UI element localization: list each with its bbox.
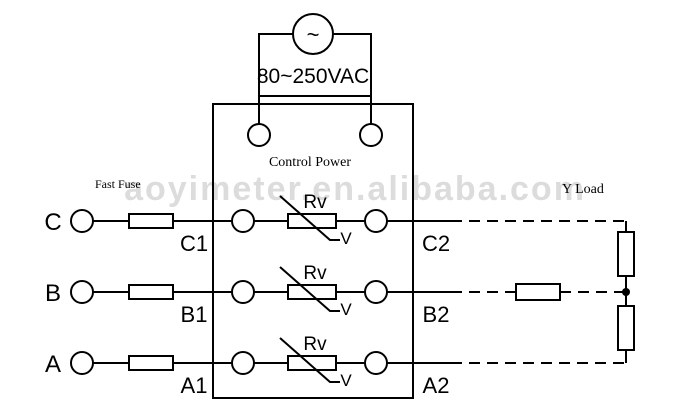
- control-leads: [258, 96, 372, 124]
- fuse-b: [128, 284, 174, 300]
- fuse-label: Fast Fuse: [95, 177, 141, 191]
- phase-row-b: B RvV B1 B2: [45, 263, 451, 327]
- v-label-c: V: [340, 229, 352, 248]
- terminal-out-a: [364, 351, 388, 375]
- varistor-slash-b: [279, 266, 340, 312]
- input-terminal-c: [70, 209, 94, 233]
- device-box: [212, 103, 414, 399]
- varistor-slash-c: [279, 195, 340, 241]
- load-neutral-node: [622, 288, 630, 296]
- ac-source: [258, 13, 372, 97]
- input-terminal-b: [70, 280, 94, 304]
- phase-row-c: C RvV C1 C2: [44, 192, 451, 256]
- load-resistor-c: [617, 231, 635, 277]
- terminal-out-b: [364, 280, 388, 304]
- input-label-a: A: [45, 351, 61, 378]
- terminal-in-label-b: B1: [181, 302, 208, 327]
- input-label-c: C: [44, 209, 61, 236]
- rv-label-a: Rv: [303, 334, 327, 355]
- control-power-label: Control Power: [269, 155, 351, 170]
- terminal-out-label-a: A2: [423, 373, 450, 398]
- load-resistor-b: [515, 283, 561, 301]
- voltage-label-bg: [262, 64, 368, 86]
- source-circle: [292, 13, 334, 55]
- v-label-b: V: [340, 300, 352, 319]
- ac-symbol: ~: [307, 22, 320, 47]
- terminal-in-a: [231, 351, 255, 375]
- terminal-out-label-c: C2: [422, 231, 450, 256]
- watermark: aoyimeter.en.alibaba.com: [124, 170, 586, 208]
- v-label-a: V: [340, 371, 352, 390]
- varistor-b: [287, 284, 337, 300]
- voltage-label: 80~250VAC: [257, 65, 369, 88]
- rv-label-c: Rv: [303, 192, 327, 213]
- terminal-in-label-a: A1: [181, 373, 208, 398]
- varistor-slash-a: [279, 337, 340, 383]
- varistor-a: [287, 355, 337, 371]
- rv-label-b: Rv: [303, 263, 327, 284]
- input-label-b: B: [45, 280, 61, 307]
- load-label: Y Load: [562, 182, 604, 197]
- input-terminal-a: [70, 351, 94, 375]
- fuse-a: [128, 355, 174, 371]
- varistor-c: [287, 213, 337, 229]
- terminal-out-c: [364, 209, 388, 233]
- y-load: [451, 220, 635, 364]
- terminal-in-b: [231, 280, 255, 304]
- load-resistor-a: [617, 305, 635, 351]
- terminal-in-label-c: C1: [180, 231, 208, 256]
- phase-row-a: A RvV A1 A2: [45, 334, 451, 398]
- terminal-in-c: [231, 209, 255, 233]
- terminal-out-label-b: B2: [423, 302, 450, 327]
- control-terminal-left: [247, 123, 271, 147]
- control-terminal-right: [359, 123, 383, 147]
- fuse-c: [128, 213, 174, 229]
